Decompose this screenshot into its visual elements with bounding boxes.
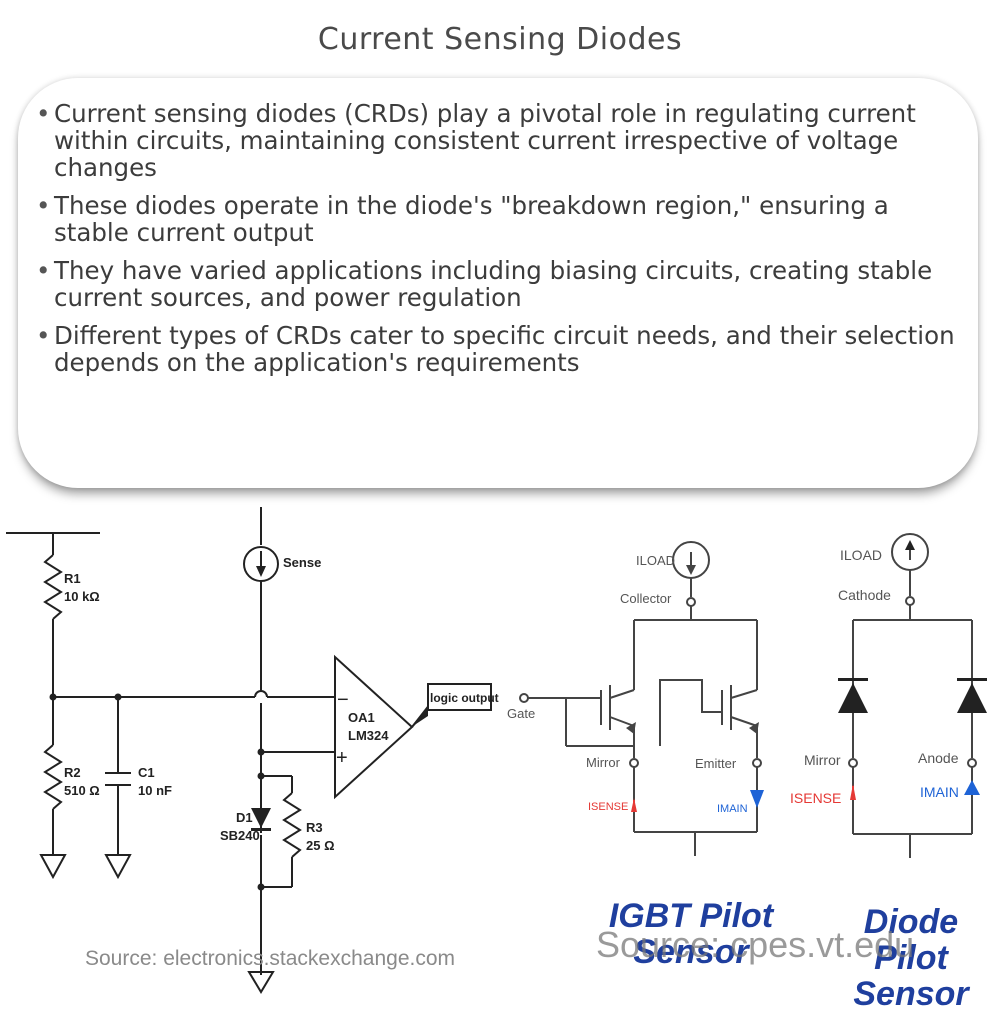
- r2-label: R2: [64, 765, 81, 780]
- igbt-mirror-label: Mirror: [586, 755, 621, 770]
- logic-output-label: logic output: [430, 691, 499, 705]
- igbt-isense-label: ISENSE: [588, 801, 628, 813]
- opamp-label: OA1: [348, 710, 375, 725]
- diode-caption: Diode Pilot Sensor: [826, 904, 996, 1012]
- diode-anode-label: Anode: [918, 750, 959, 766]
- bullet-item: They have varied applications including …: [36, 257, 966, 311]
- r2-value: 510 Ω: [64, 783, 100, 798]
- bullet-item: These diodes operate in the diode's "bre…: [36, 192, 966, 246]
- c1-value: 10 nF: [138, 783, 172, 798]
- ground-symbol: [104, 854, 132, 880]
- diode-cathode-label: Cathode: [838, 587, 891, 603]
- opamp-value: LM324: [348, 728, 389, 743]
- diode-symbol: [957, 678, 987, 681]
- diode-symbol: [838, 678, 868, 681]
- igbt-emitter-label: Emitter: [695, 756, 737, 771]
- opamp-symbol: [334, 654, 414, 800]
- diode-pilot-circuit: [848, 533, 977, 858]
- diode-imain-label: IMAIN: [920, 784, 959, 800]
- logic-output-tag: [427, 683, 492, 711]
- d1-diode: [251, 808, 271, 828]
- d1-value: SB240: [220, 828, 260, 843]
- igbt-collector-label: Collector: [620, 591, 672, 606]
- igbt-imain-label: IMAIN: [717, 803, 748, 815]
- diode-iload-label: ILOAD: [840, 547, 882, 563]
- igbt-iload-label: ILOAD: [636, 553, 675, 568]
- diode-mirror-label: Mirror: [804, 752, 841, 768]
- source-credit-left: Source: electronics.stackexchange.com: [85, 947, 456, 970]
- opamp-minus: −: [337, 689, 349, 711]
- igbt-caption-line1: IGBT Pilot: [608, 897, 774, 935]
- bullet-item: Current sensing diodes (CRDs) play a piv…: [36, 100, 966, 181]
- page-title: Current Sensing Diodes: [317, 22, 683, 57]
- r3-resistor: [282, 792, 302, 858]
- diode-caption-line1: Diode Pilot: [863, 903, 959, 977]
- r1-value: 10 kΩ: [64, 589, 100, 604]
- r3-value: 25 Ω: [306, 838, 335, 853]
- igbt-caption: IGBT Pilot Sensor: [606, 898, 776, 970]
- r1-label: R1: [64, 571, 81, 586]
- diode-caption-line2: Sensor: [853, 975, 969, 1013]
- ground-symbol: [39, 854, 67, 880]
- bullet-list: Current sensing diodes (CRDs) play a piv…: [36, 100, 966, 387]
- source-credit-right: Source: cpes.vt.edu: [596, 924, 915, 965]
- d1-label: D1: [236, 810, 253, 825]
- r1-resistor: [43, 554, 63, 620]
- igbt-caption-line2: Sensor: [633, 933, 749, 971]
- diode-symbol: [957, 683, 987, 713]
- diode-isense-label: ISENSE: [790, 790, 841, 806]
- c1-label: C1: [138, 765, 155, 780]
- ground-symbol: [247, 971, 275, 994]
- r2-resistor: [43, 744, 63, 810]
- opamp-plus: +: [336, 747, 348, 769]
- bullet-item: Different types of CRDs cater to specifi…: [36, 322, 966, 376]
- r3-label: R3: [306, 820, 323, 835]
- igbt-gate-label: Gate: [507, 706, 535, 721]
- diode-symbol: [838, 683, 868, 713]
- sense-label: Sense: [283, 555, 321, 570]
